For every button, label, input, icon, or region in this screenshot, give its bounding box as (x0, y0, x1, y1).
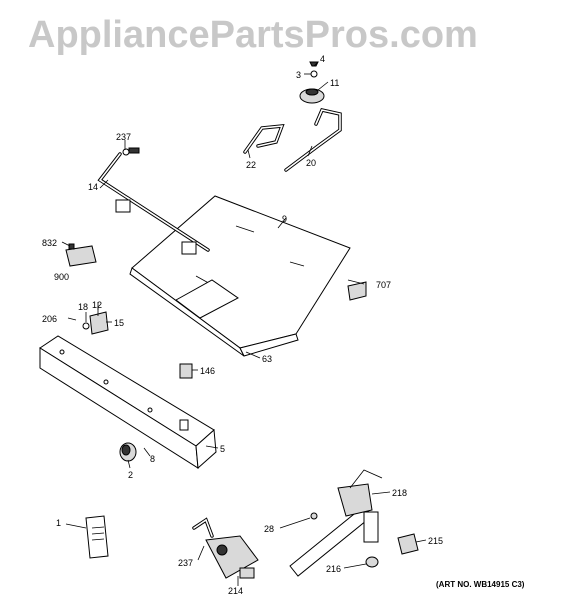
art-number-caption: (ART NO. WB14915 C3) (436, 580, 525, 589)
callout-label: 707 (376, 280, 391, 290)
washer-part (310, 512, 318, 520)
clip-part (347, 281, 367, 301)
callout-label: 5 (220, 444, 225, 454)
valve-part (299, 61, 325, 104)
manifold-panel-part (39, 335, 217, 470)
knob-part (119, 442, 137, 462)
callout-label: 4 (320, 54, 325, 64)
callout-label: 22 (246, 160, 256, 170)
callout-label: 20 (306, 158, 316, 168)
callout-label: 18 (78, 302, 88, 312)
valve-bracket-part (82, 306, 109, 335)
callout-label: 12 (92, 300, 102, 310)
watermark-logo: AppliancePartsPros.com (28, 14, 478, 56)
callout-label: 832 (42, 238, 57, 248)
gas-tube-part (97, 147, 210, 255)
callout-label: 28 (264, 524, 274, 534)
leader-lines (61, 61, 427, 586)
callout-label: 215 (428, 536, 443, 546)
bracket-part (65, 243, 97, 267)
callout-label: 146 (200, 366, 215, 376)
ignitor-part (179, 363, 193, 379)
callout-label: 216 (326, 564, 341, 574)
callout-label: 900 (54, 272, 69, 282)
tube-part (284, 107, 342, 172)
callout-label: 218 (392, 488, 407, 498)
callout-label: 2 (128, 470, 133, 480)
callout-label: 1 (56, 518, 61, 528)
igniter-harness-part (289, 469, 419, 577)
callout-label: 11 (330, 78, 339, 88)
regulator-part (192, 517, 259, 579)
callout-label: 206 (42, 314, 57, 324)
callout-label: 214 (228, 586, 243, 596)
callout-label: 3 (296, 70, 301, 80)
callout-label: 9 (282, 214, 287, 224)
manual-part (85, 515, 109, 559)
callout-label: 15 (114, 318, 124, 328)
callout-label: 63 (262, 354, 272, 364)
callout-labels: 1 2 3 4 5 8 9 11 12 14 15 18 20 22 28 63… (42, 54, 443, 596)
callout-label: 14 (88, 182, 98, 192)
callout-label: 237 (178, 558, 193, 568)
callout-label: 8 (150, 454, 155, 464)
callout-label: 237 (116, 132, 131, 142)
rod-part (243, 123, 285, 154)
